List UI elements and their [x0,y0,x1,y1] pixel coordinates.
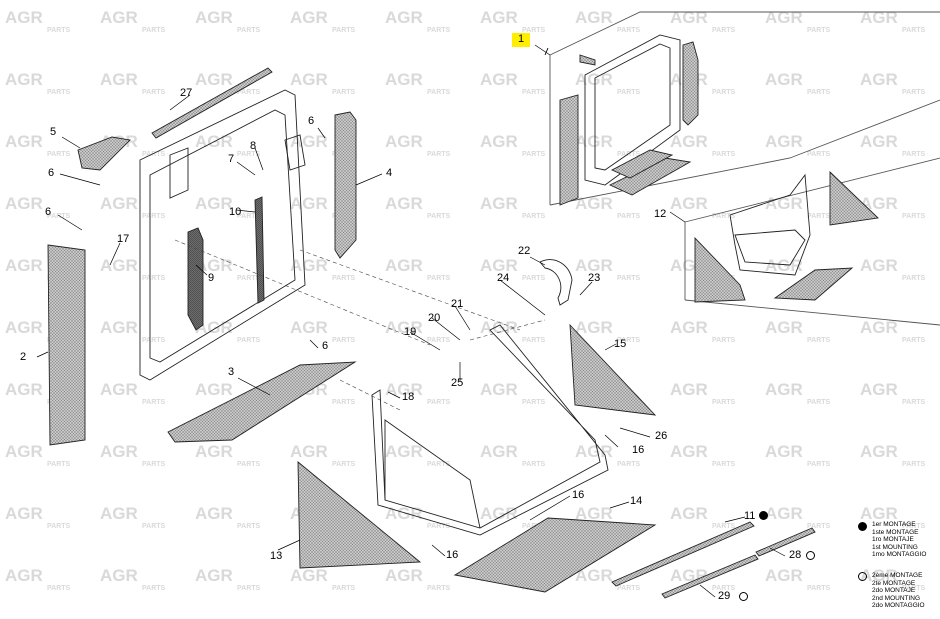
side-panel-2 [47,244,86,446]
callout-26[interactable]: 26 [655,430,668,442]
callout-16a[interactable]: 16 [632,444,645,456]
legend-second-mounting: 2ème MONTAGE 2te MONTAGE 2do MONTAJE 2nd… [872,572,925,610]
callout-22[interactable]: 22 [518,245,531,257]
legend-line: 2do MONTAGGIO [872,602,925,609]
callout-11[interactable]: 11 [744,510,756,522]
legend-line: 2ème MONTAGE [872,572,923,579]
callout-16b[interactable]: 16 [572,489,585,501]
callout-9[interactable]: 9 [208,272,215,284]
callout-25[interactable]: 25 [451,377,464,389]
inset-assembly-1 [559,34,699,206]
rod-11 [611,521,755,587]
callout-21[interactable]: 21 [451,298,464,310]
inset-assembly-12 [694,170,879,303]
callout-12[interactable]: 12 [654,208,667,220]
strip-9 [187,227,204,331]
legend-line: 1ste MONTAGE [872,528,919,536]
rod-28 [755,527,816,557]
inset-frame-1 [544,11,940,206]
legend-second-circle-icon [858,572,867,581]
callout-4[interactable]: 4 [386,167,393,179]
second-mount-circle-icon [806,551,815,560]
first-mount-dot-icon [759,511,768,520]
callout-7[interactable]: 7 [228,153,235,165]
legend-line: 2nd MOUNTING [872,594,921,602]
legend-line: 2do MONTAJE [872,587,916,594]
side-panel-4 [334,111,357,259]
legend-line: 2te MONTAGE [872,579,916,587]
callout-20[interactable]: 20 [428,312,441,324]
legend-line: 1ro MONTAJE [872,536,914,543]
legend-line: 1er MONTAGE [872,521,916,528]
callout-8[interactable]: 8 [250,140,257,152]
tray-24 [371,324,609,536]
floor-panel-3 [167,361,357,443]
callout-3[interactable]: 3 [228,366,235,378]
callout-6a[interactable]: 6 [48,167,55,179]
plate-14 [453,517,657,593]
plate-13 [297,461,422,569]
callout-28[interactable]: 28 [789,549,802,561]
legend-line: 1st MOUNTING [872,543,918,551]
callout-13[interactable]: 13 [270,550,283,562]
legend-line: 1mo MONTAGGIO [872,551,927,558]
plate-5 [77,136,131,171]
callout-18[interactable]: 18 [402,391,415,403]
main-frame [139,89,306,381]
callout-29[interactable]: 29 [718,590,731,602]
callout-6b[interactable]: 6 [45,206,52,218]
bracket-22 [539,259,573,306]
callout-17[interactable]: 17 [117,233,130,245]
leader-lines [36,44,786,598]
callout-15[interactable]: 15 [614,338,627,350]
callout-19[interactable]: 19 [404,326,417,338]
callout-2[interactable]: 2 [20,351,27,363]
callout-5[interactable]: 5 [50,126,57,138]
callout-14[interactable]: 14 [630,495,643,507]
strip-10 [254,196,265,304]
callout-6c[interactable]: 6 [308,115,315,127]
legend-first-mounting: 1er MONTAGE 1ste MONTAGE 1ro MONTAJE 1st… [872,521,926,559]
legend-first-dot-icon [858,522,867,531]
rod-29 [661,554,759,599]
assembly-lines [174,239,546,411]
callout-6d[interactable]: 6 [322,340,329,352]
rail-27 [151,67,273,139]
callout-23[interactable]: 23 [588,272,601,284]
plate-15 [569,323,657,416]
callout-10[interactable]: 10 [229,206,242,218]
callout-16c[interactable]: 16 [446,549,459,561]
callout-27[interactable]: 27 [180,87,193,99]
inset-frame-12 [684,157,940,326]
second-mount-circle-icon [739,592,748,601]
callout-24[interactable]: 24 [497,272,510,284]
callout-1[interactable]: 1 [512,33,531,47]
